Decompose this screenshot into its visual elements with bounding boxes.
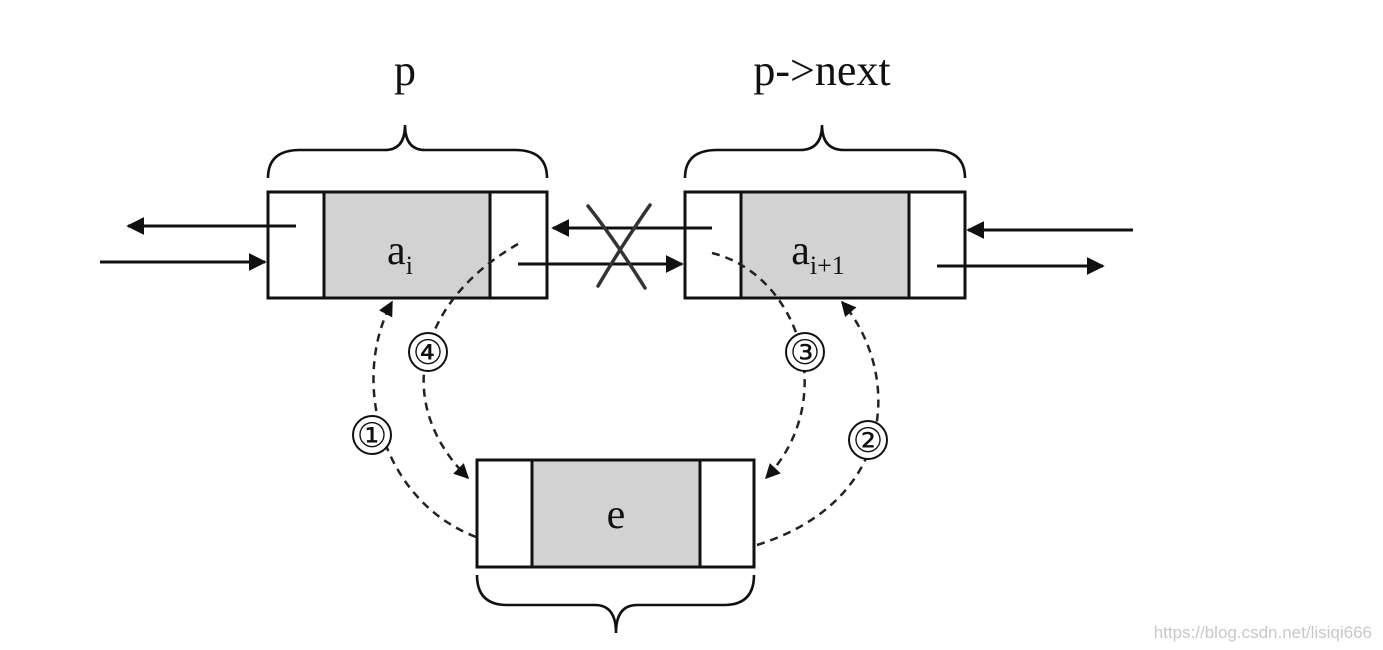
node-ai1-data-field bbox=[739, 190, 911, 300]
step-3-label: ③ bbox=[790, 335, 820, 372]
brace-p bbox=[266, 124, 549, 179]
cross-mark bbox=[586, 203, 652, 290]
node-e: e bbox=[475, 458, 756, 569]
label-p-next: p->next bbox=[753, 46, 890, 95]
step-2-label: ② bbox=[853, 423, 883, 460]
node-e-next-field bbox=[698, 458, 756, 569]
brace-p-next bbox=[683, 124, 967, 179]
node-ai1-next-field bbox=[907, 190, 967, 300]
node-ai1-label: ai+1 bbox=[791, 228, 845, 280]
step-1-badge: ① bbox=[352, 415, 392, 455]
node-ai-data-field bbox=[322, 190, 492, 300]
node-e-data-field bbox=[530, 458, 702, 569]
watermark: https://blog.csdn.net/lisiqi666 bbox=[1154, 623, 1372, 642]
node-ai-label: ai bbox=[387, 228, 413, 280]
node-e-label: e bbox=[607, 492, 626, 538]
node-ai-plus-1: ai+1 bbox=[683, 190, 967, 300]
step-1-label: ① bbox=[357, 418, 387, 455]
step-4-label: ④ bbox=[413, 335, 443, 372]
node-ai: ai bbox=[266, 190, 549, 300]
node-e-prev-field bbox=[475, 458, 534, 569]
label-p: p bbox=[394, 46, 416, 95]
step-4-badge: ④ bbox=[408, 332, 448, 372]
step-2-badge: ② bbox=[848, 420, 888, 460]
step-3-badge: ③ bbox=[785, 332, 825, 372]
node-ai-prev-field bbox=[266, 190, 326, 300]
node-ai-next-field bbox=[488, 190, 549, 300]
node-ai1-prev-field bbox=[683, 190, 743, 300]
brace-e bbox=[475, 574, 756, 634]
